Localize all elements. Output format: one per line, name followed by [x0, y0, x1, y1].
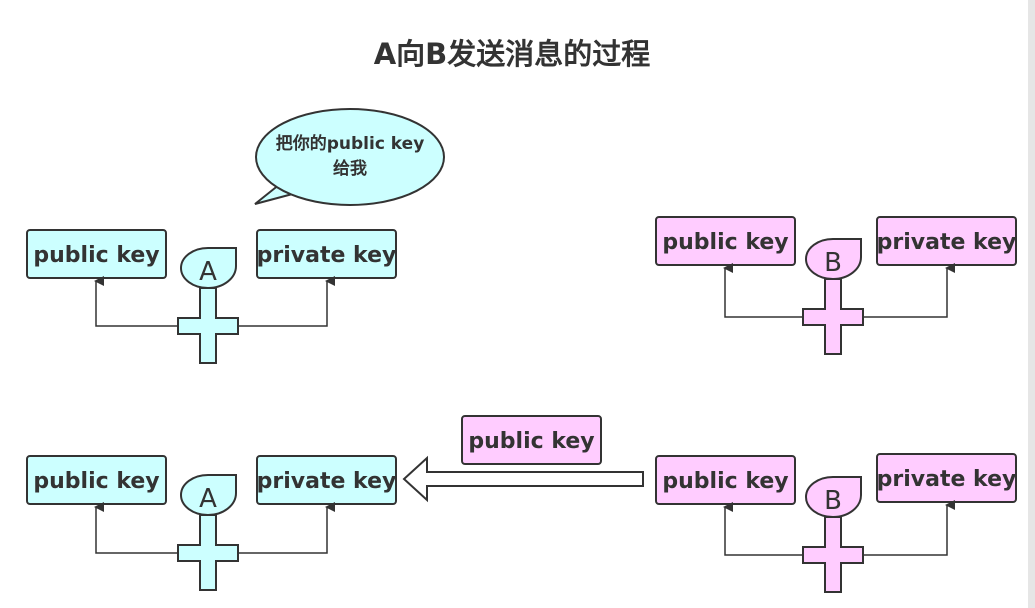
b-top-person-letter: B	[824, 248, 842, 278]
a-top-public-key-label: public key	[33, 243, 159, 268]
speech-bubble: 把你的public key 给我	[254, 108, 445, 206]
a-top-private-key-label: private key	[257, 243, 397, 268]
transferred-public-key-box	[461, 415, 602, 465]
b-bottom-person-letter: B	[824, 486, 842, 516]
a-top-left-connector	[94, 276, 178, 327]
person-a-top-group: public key private key A	[26, 229, 397, 364]
b-top-left-connector	[723, 263, 803, 318]
a-top-right-connector	[238, 276, 335, 327]
speech-bubble-body	[255, 108, 445, 206]
a-bottom-head-symbol	[179, 474, 237, 517]
a-bottom-private-key-label: private key	[257, 469, 397, 494]
speech-bubble-line1: 把你的public key	[276, 133, 425, 154]
b-top-cross-symbol	[802, 278, 864, 355]
person-b-bottom-group: public key private key B	[655, 453, 1017, 593]
vertical-scrollbar[interactable]	[1028, 0, 1035, 608]
b-top-right-connector	[863, 263, 955, 318]
a-bottom-public-key-label: public key	[33, 469, 159, 494]
a-top-person-letter: A	[199, 257, 217, 287]
a-bottom-cross-symbol	[177, 514, 239, 591]
b-bottom-head-symbol	[804, 476, 862, 519]
b-top-head-symbol	[804, 238, 862, 281]
b-bottom-left-connector	[723, 502, 803, 556]
b-bottom-public-key-label: public key	[662, 469, 788, 494]
person-a-bottom-group: public key private key A	[26, 455, 397, 591]
b-bottom-cross-symbol	[802, 516, 864, 593]
b-top-public-key-label: public key	[662, 230, 788, 255]
person-b-top-group: public key private key B	[655, 216, 1017, 355]
a-top-head-symbol	[179, 247, 237, 290]
transferred-public-key: public key	[461, 415, 602, 465]
page-title: A向B发送消息的过程	[374, 37, 651, 71]
a-top-cross-symbol	[177, 287, 239, 364]
transfer-arrow	[402, 455, 644, 503]
a-bottom-person-letter: A	[199, 484, 217, 514]
b-bottom-private-key-label: private key	[877, 467, 1017, 492]
speech-bubble-line2: 给我	[333, 158, 367, 179]
b-top-private-key-label: private key	[877, 230, 1017, 255]
a-bottom-left-connector	[94, 502, 178, 554]
transferred-public-key-label: public key	[468, 429, 594, 454]
a-bottom-right-connector	[238, 502, 335, 554]
b-bottom-right-connector	[863, 500, 955, 556]
